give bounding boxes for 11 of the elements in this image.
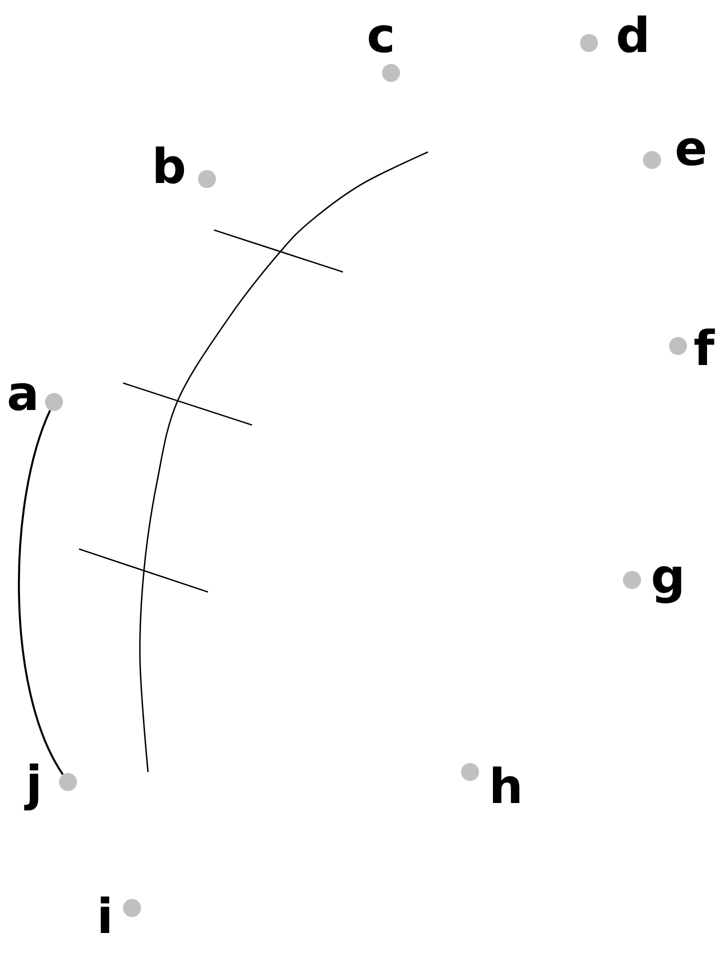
point-label: e [676, 138, 705, 166]
point-label: c [368, 25, 392, 53]
point-label: h [492, 766, 520, 803]
point-label: a [8, 383, 36, 411]
point-label: d [618, 16, 646, 53]
point-label: f [694, 328, 715, 365]
point-label: i [100, 896, 110, 933]
point-label: j [24, 764, 38, 810]
point-label: g [653, 566, 682, 604]
point-label: b [156, 146, 184, 184]
connector-line [18, 410, 64, 775]
